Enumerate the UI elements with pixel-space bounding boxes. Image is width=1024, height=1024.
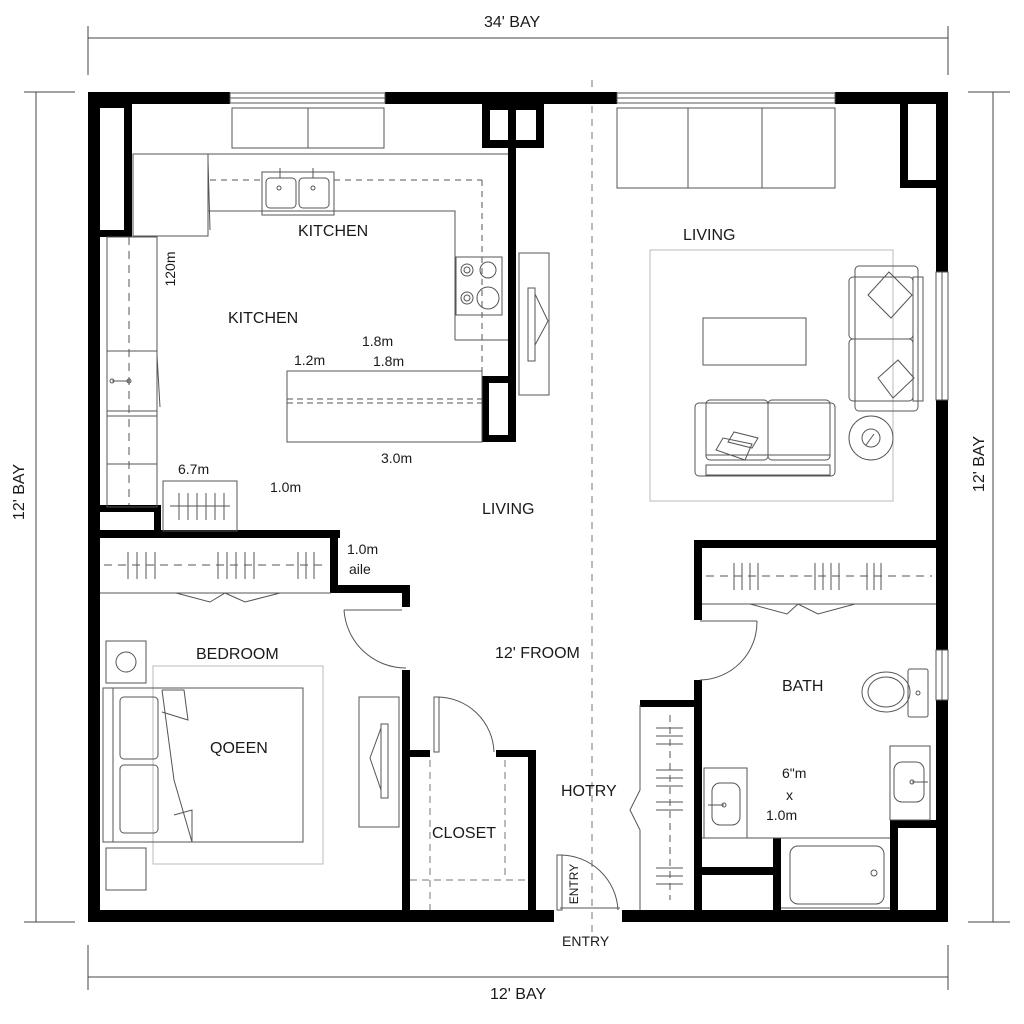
living-furniture: [649, 249, 924, 502]
interior-walls: [100, 102, 940, 915]
entry-label: ENTRY: [562, 933, 610, 949]
measure-aisle-width: 1.0m: [347, 541, 379, 557]
room-label-bath: BATH: [782, 678, 824, 695]
room-label-front-room: 12' FROOM: [495, 645, 580, 662]
measure-island-left: 1.2m: [294, 352, 326, 368]
room-label-kitchen-lower: KITCHEN: [228, 310, 299, 327]
closet-lines: [410, 760, 528, 910]
dimension-lines: [24, 26, 1010, 990]
measure-bath-x: x: [786, 787, 793, 803]
measure-bath-width: 6"m: [782, 765, 807, 781]
measure-bath-height: 1.0m: [766, 807, 798, 823]
measure-island-top-2: 1.8m: [373, 353, 405, 369]
room-label-hallway: HOTRY: [561, 783, 617, 800]
measure-aisle-label: aile: [349, 561, 371, 577]
bed-label: QOEEN: [210, 740, 268, 757]
room-label-closet: CLOSET: [432, 825, 497, 842]
dimension-top: 34' BAY: [484, 14, 541, 31]
room-label-bedroom: BEDROOM: [196, 646, 279, 663]
doors: [343, 609, 758, 911]
exterior-walls: [88, 92, 948, 922]
hallway-shelving: [656, 715, 683, 900]
windows: [229, 92, 949, 701]
dimension-left: 12' BAY: [11, 463, 28, 521]
measure-kitchen-vertical: 120m: [162, 251, 178, 287]
kitchen-fixtures: [106, 153, 550, 532]
measure-island-top-1: 1.8m: [362, 333, 394, 349]
measure-walkway: 1.0m: [270, 479, 302, 495]
measure-island-bottom: 3.0m: [381, 450, 413, 466]
entry-door-label: ENTRY: [567, 863, 581, 905]
dimension-right: 12' BAY: [971, 435, 988, 493]
measure-radiator: 6.7m: [178, 461, 210, 477]
bedroom-wardrobe: [100, 552, 331, 603]
room-label-living-upper: LIVING: [683, 227, 736, 244]
bedroom-furniture: [102, 640, 400, 891]
room-label-kitchen-upper: KITCHEN: [298, 223, 369, 240]
dimension-bottom: 12' BAY: [490, 986, 547, 1003]
bath-fixtures: [702, 563, 936, 909]
room-label-living-center: LIVING: [482, 501, 535, 518]
